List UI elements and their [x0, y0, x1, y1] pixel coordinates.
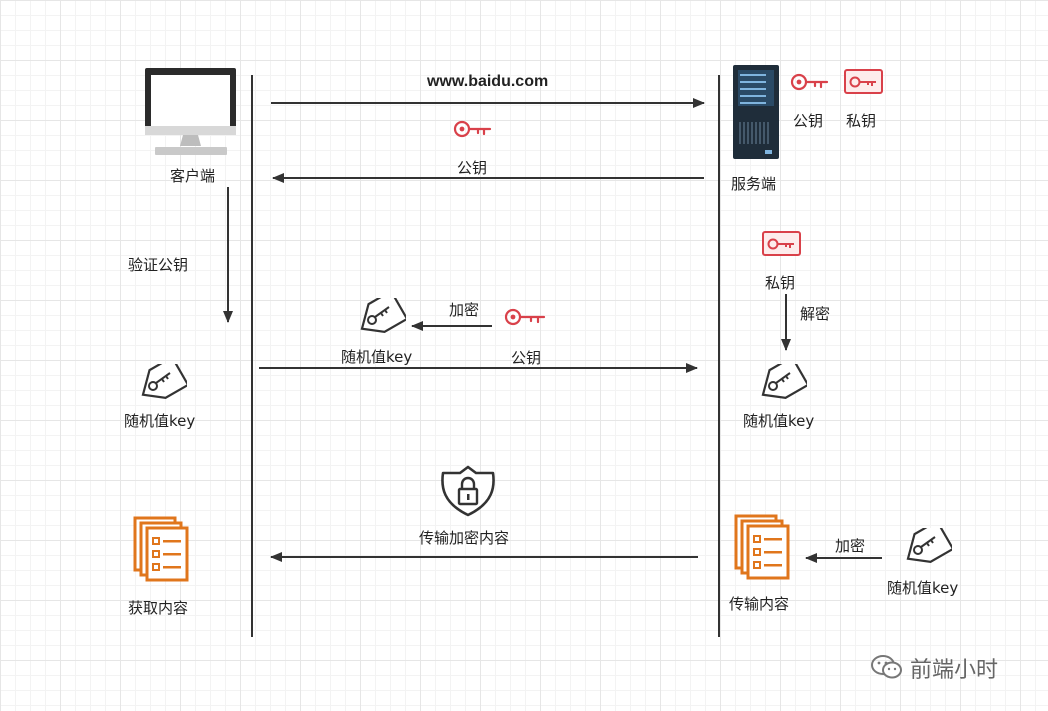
- server-lifeline: [718, 75, 720, 637]
- server-key-label: 随机值key: [743, 412, 815, 430]
- watermark-text: 前端小时: [910, 658, 999, 683]
- server-name: 服务端: [731, 175, 777, 193]
- client-lifeline: [251, 75, 253, 637]
- public-key-icon: [790, 73, 829, 91]
- decrypt-label: 解密: [800, 305, 831, 323]
- send-public-key-label: 公钥: [511, 349, 542, 367]
- key-tag-icon: [141, 364, 187, 399]
- encrypt-label: 加密: [449, 301, 480, 319]
- server-private-key-label-2: 私钥: [765, 274, 796, 292]
- key-tag-icon: [906, 528, 952, 563]
- input-key-label: 随机值key: [887, 579, 959, 597]
- key-tag-icon: [761, 364, 807, 399]
- server-icon: [733, 65, 779, 159]
- client-key-label: 随机值key: [124, 412, 196, 430]
- public-key-icon: [504, 308, 546, 326]
- client-name: 客户端: [170, 167, 216, 185]
- wechat-icon: [871, 655, 902, 679]
- private-key-icon: [762, 231, 801, 256]
- private-key-icon: [844, 69, 883, 94]
- documents-icon: [734, 514, 790, 580]
- get-content-label: 获取内容: [128, 599, 189, 617]
- public-key-reply-label: 公钥: [457, 159, 488, 177]
- shield-lock-icon: [441, 465, 495, 517]
- server-public-key-label: 公钥: [793, 112, 824, 130]
- server-private-key-label: 私钥: [846, 112, 877, 130]
- transfer-content-label: 传输内容: [729, 595, 790, 613]
- key-tag-icon: [360, 298, 406, 333]
- request-url-label: www.baidu.com: [427, 73, 549, 90]
- public-key-icon: [453, 120, 492, 138]
- random-key-label: 随机值key: [341, 348, 413, 366]
- computer-icon: [145, 68, 236, 155]
- server-encrypt-label: 加密: [835, 537, 866, 555]
- verify-public-key-label: 验证公钥: [128, 256, 189, 274]
- transfer-encrypted-label: 传输加密内容: [419, 529, 510, 547]
- documents-icon: [133, 516, 189, 582]
